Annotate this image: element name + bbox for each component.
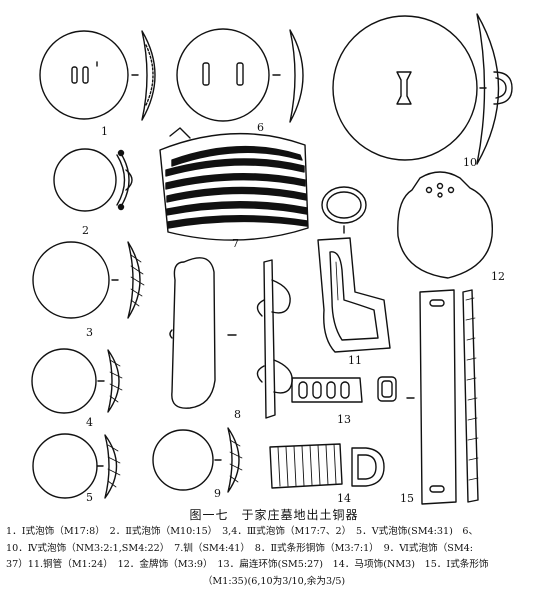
item-number: 12 bbox=[491, 270, 505, 283]
artifact-9-drawing bbox=[152, 427, 243, 493]
item-number: 9 bbox=[214, 487, 221, 500]
artifact-11-drawing bbox=[317, 186, 391, 353]
item-number: 3 bbox=[86, 326, 93, 339]
artifact-12-drawing bbox=[397, 171, 494, 279]
figure-legend: 1．Ⅰ式泡饰（M17:8） 2．Ⅱ式泡饰（M10:15） 3,4．Ⅲ式泡饰（M1… bbox=[6, 524, 542, 590]
artifact-14-drawing bbox=[269, 443, 385, 489]
legend-line: 10．Ⅳ式泡饰（NM3:2:1,SM4:22） 7.钏（SM4:41） 8．Ⅱ式… bbox=[6, 542, 474, 554]
figure-plate: 1 2 3 4 5 6 7 8 9 10 11 12 13 14 15 bbox=[31, 13, 513, 505]
artifact-5-drawing bbox=[32, 433, 121, 499]
item-number: 2 bbox=[82, 224, 89, 237]
artifact-4-drawing bbox=[31, 348, 123, 414]
item-number: 15 bbox=[400, 492, 414, 505]
artifact-3-drawing bbox=[32, 241, 145, 319]
item-number: 7 bbox=[232, 237, 239, 250]
item-number: 1 bbox=[101, 125, 108, 138]
item-number-labels: 1 2 3 4 5 6 7 8 9 10 11 12 13 14 15 bbox=[82, 121, 505, 505]
artifact-6-drawing bbox=[176, 28, 304, 123]
artifact-10-drawing bbox=[332, 13, 513, 165]
artifact-2-drawing bbox=[53, 148, 133, 212]
item-number: 11 bbox=[348, 354, 362, 367]
item-number: 4 bbox=[86, 416, 93, 429]
item-number: 13 bbox=[337, 413, 351, 426]
legend-line: （M1:35)(6,10为3/10,余为3/5) bbox=[202, 575, 346, 587]
artifact-1-drawing bbox=[39, 30, 156, 121]
item-number: 10 bbox=[463, 156, 477, 169]
artifact-7-drawing bbox=[159, 127, 309, 241]
item-number: 14 bbox=[337, 492, 351, 505]
item-number: 5 bbox=[86, 491, 93, 504]
artifact-15-drawing bbox=[406, 289, 479, 505]
item-number: 8 bbox=[234, 408, 241, 421]
artifact-8-drawing bbox=[169, 257, 293, 419]
legend-line: 37）11.铜管（M1:24） 12．金牌饰（M3:9） 13．扁连环饰(SM5… bbox=[6, 559, 489, 570]
item-number: 6 bbox=[257, 121, 264, 134]
legend-line: 1．Ⅰ式泡饰（M17:8） 2．Ⅱ式泡饰（M10:15） 3,4．Ⅲ式泡饰（M1… bbox=[6, 526, 479, 537]
figure-title: 图一七 于家庄墓地出土铜器 bbox=[189, 508, 359, 522]
artifact-13-drawing bbox=[291, 376, 397, 403]
